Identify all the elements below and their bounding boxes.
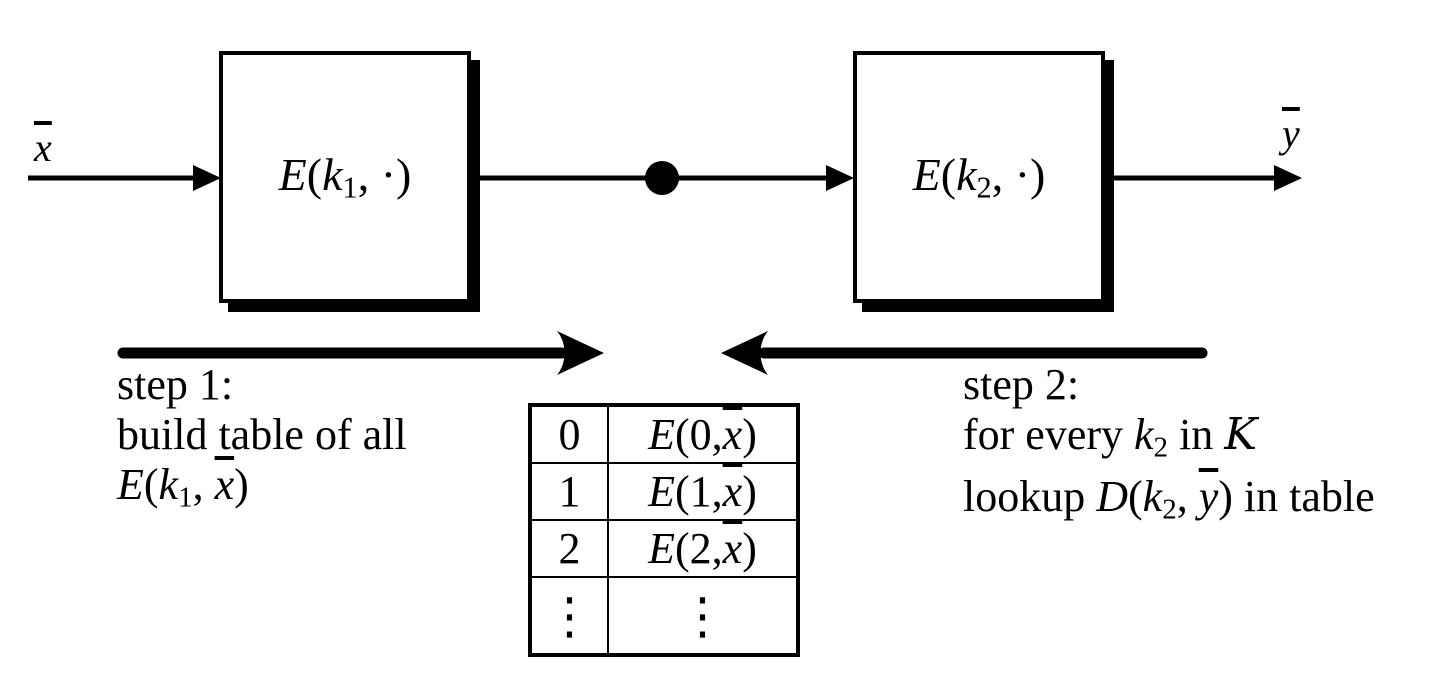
table-key-cell: 1 [532,464,609,519]
step1-annotation: step 1: build table of all E(k1, x) [117,360,407,522]
table-value-cell: ⋮ [677,586,728,645]
table-key-cell: 2 [532,521,609,576]
table-value-cell: E(0, x) [648,410,757,459]
table-key-cell: ⋮ [532,578,609,653]
step2-line-1: step 2: [963,360,1080,409]
input-label: x [34,125,52,170]
step2-line-3: lookup D(k2, y) in table [963,472,1375,526]
step2-line-2: for every k2 in K [963,409,1258,464]
encryption-box-2-label: E(k2, ·) [912,149,1046,205]
table-row: 1 E(1, x) [532,464,796,521]
table-row: 2 E(2, x) [532,521,796,578]
table-key-cell: 0 [532,407,609,462]
step1-line-1: step 1: [117,360,234,409]
step1-line-3: E(k1, x) [117,460,249,514]
output-arrowhead-icon [1274,165,1302,191]
table-value-cell: E(1, x) [648,467,757,516]
middle-arrowhead-icon [826,165,854,191]
step2-annotation: step 2: for every k2 in K lookup D(k2, y… [963,360,1375,535]
table-row-ellipsis: ⋮ ⋮ [532,578,796,653]
table-row: 0 E(0, x) [532,407,796,464]
output-label: y [1282,111,1300,156]
input-arrowhead-icon [193,165,221,191]
step1-arrowhead-icon [557,331,604,375]
junction-dot-icon [645,161,679,195]
encryption-box-2: E(k2, ·) [853,51,1105,303]
table-value-cell: E(2, x) [648,524,757,573]
encryption-box-1: E(k1, ·) [219,51,471,303]
step1-line-2: build table of all [117,410,407,459]
encryption-box-1-label: E(k1, ·) [278,149,412,205]
lookup-table: 0 E(0, x) 1 E(1, x) 2 E(2, x) ⋮ ⋮ [528,403,800,657]
step2-arrowhead-icon [721,331,768,375]
